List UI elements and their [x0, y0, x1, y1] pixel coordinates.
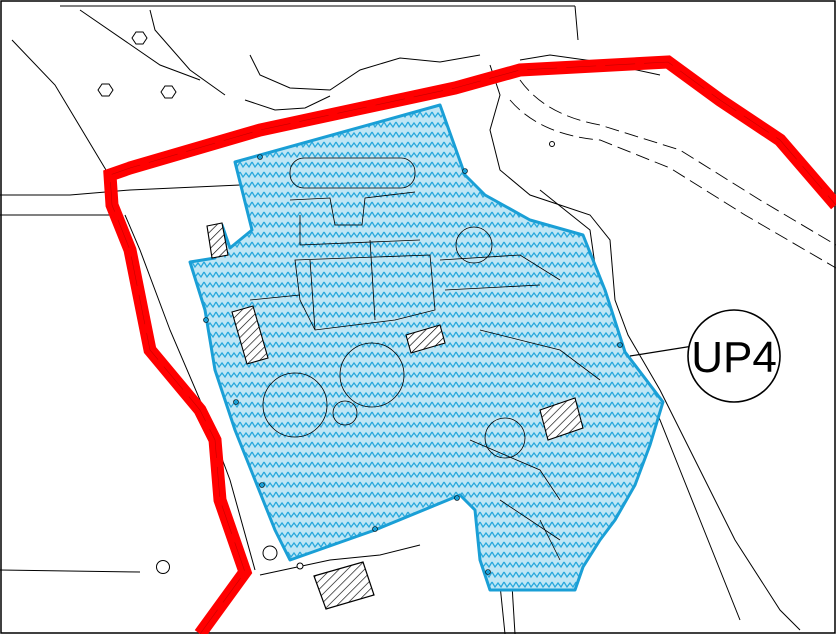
hatched-buildings [206, 222, 584, 441]
inner-linework [249, 157, 601, 561]
hatched-building [313, 561, 375, 610]
map-symbols [97, 31, 555, 574]
callout-leader [629, 345, 694, 357]
label-circle [687, 309, 781, 403]
area-label-callout: UP4 [629, 309, 781, 403]
hexagon-symbol [160, 85, 177, 99]
circle-symbol [156, 560, 170, 574]
dashed-track [509, 79, 836, 269]
area-label: UP4 [691, 333, 777, 382]
hexagon-symbol [97, 83, 114, 97]
circle-symbol [296, 562, 304, 570]
circle-symbol [262, 545, 278, 561]
survey-points [203, 154, 623, 575]
hexagon-symbol [131, 31, 148, 45]
circle-symbol [549, 141, 555, 147]
red-boundary [103, 55, 836, 634]
